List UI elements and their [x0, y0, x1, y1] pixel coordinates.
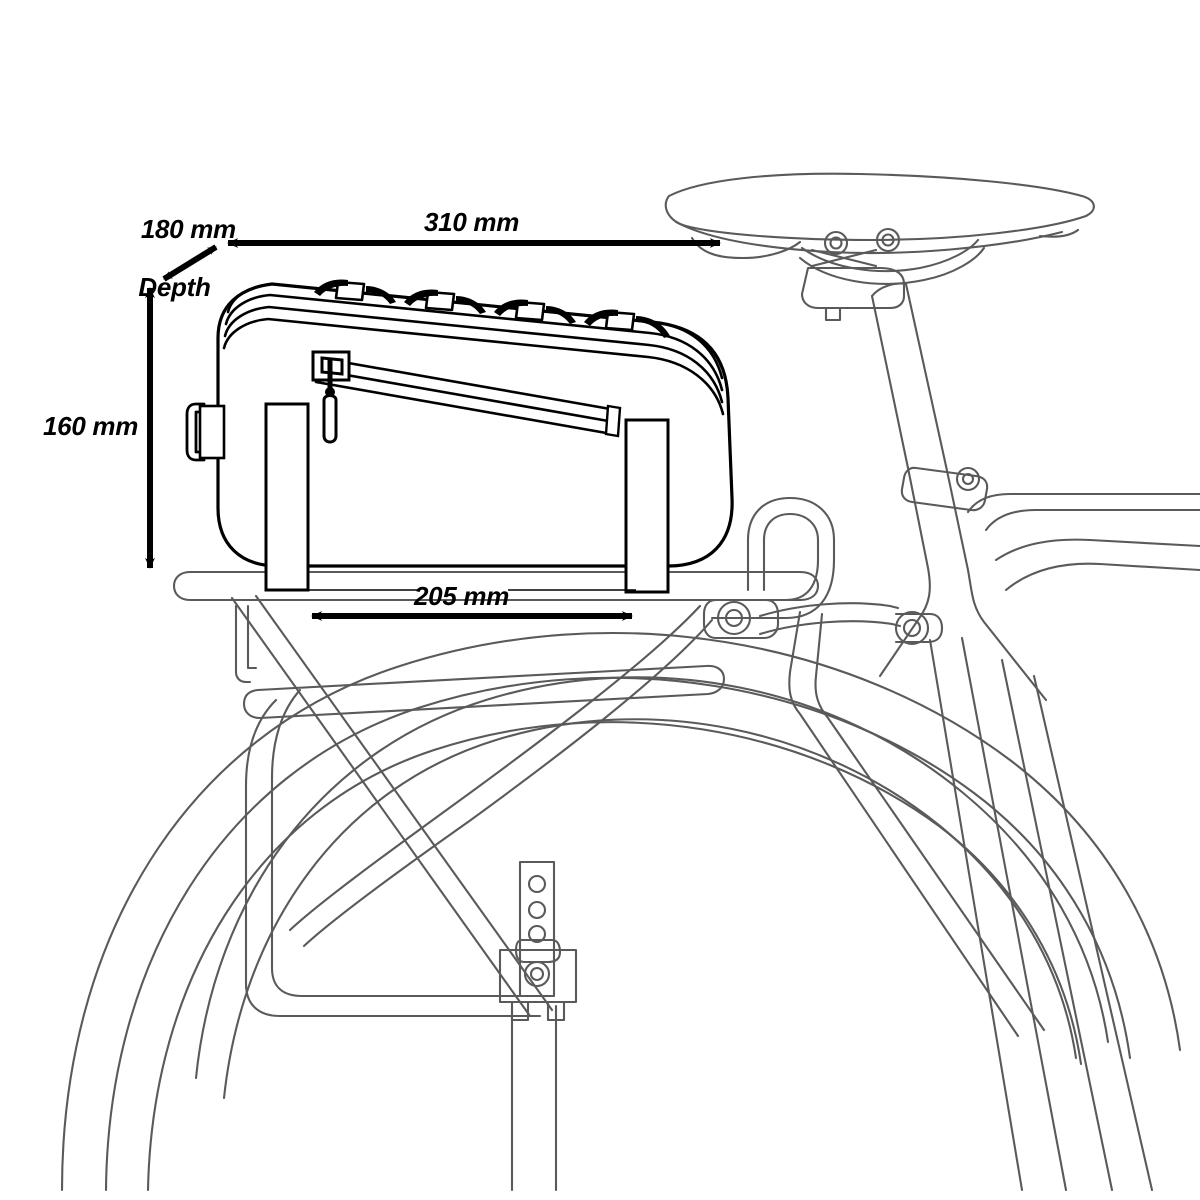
rack-front-hook: [234, 604, 258, 684]
saddle-rail-clamp: [798, 227, 986, 322]
dimension-label-height: 160 mm: [43, 411, 139, 441]
dimension-label-depth: 180 mm Depth: [112, 186, 237, 361]
rack-side-stays: [230, 594, 1046, 1038]
rack-trunk-bag: [185, 279, 734, 594]
bag-mounting-strap: [264, 402, 310, 592]
seat-post: [870, 282, 948, 470]
bag-zipper-end-cap: [604, 404, 622, 438]
bag-tab-shadows: [314, 279, 670, 338]
bag-zipper-pull-tab: [322, 394, 338, 444]
dimension-arrow-depth: [162, 244, 218, 282]
seat-stays: [928, 636, 1154, 1192]
dimension-label-width: 310 mm: [424, 207, 520, 237]
saddle: [664, 172, 1095, 260]
bag-mounting-strap: [624, 418, 670, 594]
dimension-label-base: 205 mm: [414, 581, 510, 611]
frame-tubes: [878, 464, 1200, 702]
dimension-label-depth-name: Depth: [138, 272, 211, 303]
seat-post-clamp: [900, 466, 989, 512]
bag-mounting-straps: [264, 402, 670, 594]
bag-side-clip: [185, 402, 226, 462]
rear-wheel: [60, 632, 1182, 1192]
bag-front-zipper: [314, 356, 618, 436]
dimension-label-depth-value: 180 mm: [140, 214, 236, 245]
bag-top-tab: [334, 280, 366, 302]
fender-mount-bracket: [498, 860, 578, 1192]
bag-top-tab: [424, 290, 456, 312]
bag-top-tab: [604, 310, 636, 332]
rack-rear-hoop: [710, 496, 836, 620]
bicycle-linework: [60, 172, 1200, 1192]
rack-eyelet-bolts: [702, 598, 944, 646]
bag-top-tab: [514, 300, 546, 322]
bag-top-tabs: [334, 280, 636, 332]
dimension-arrows: [145, 238, 721, 621]
bag-zipper-slider: [311, 350, 351, 397]
